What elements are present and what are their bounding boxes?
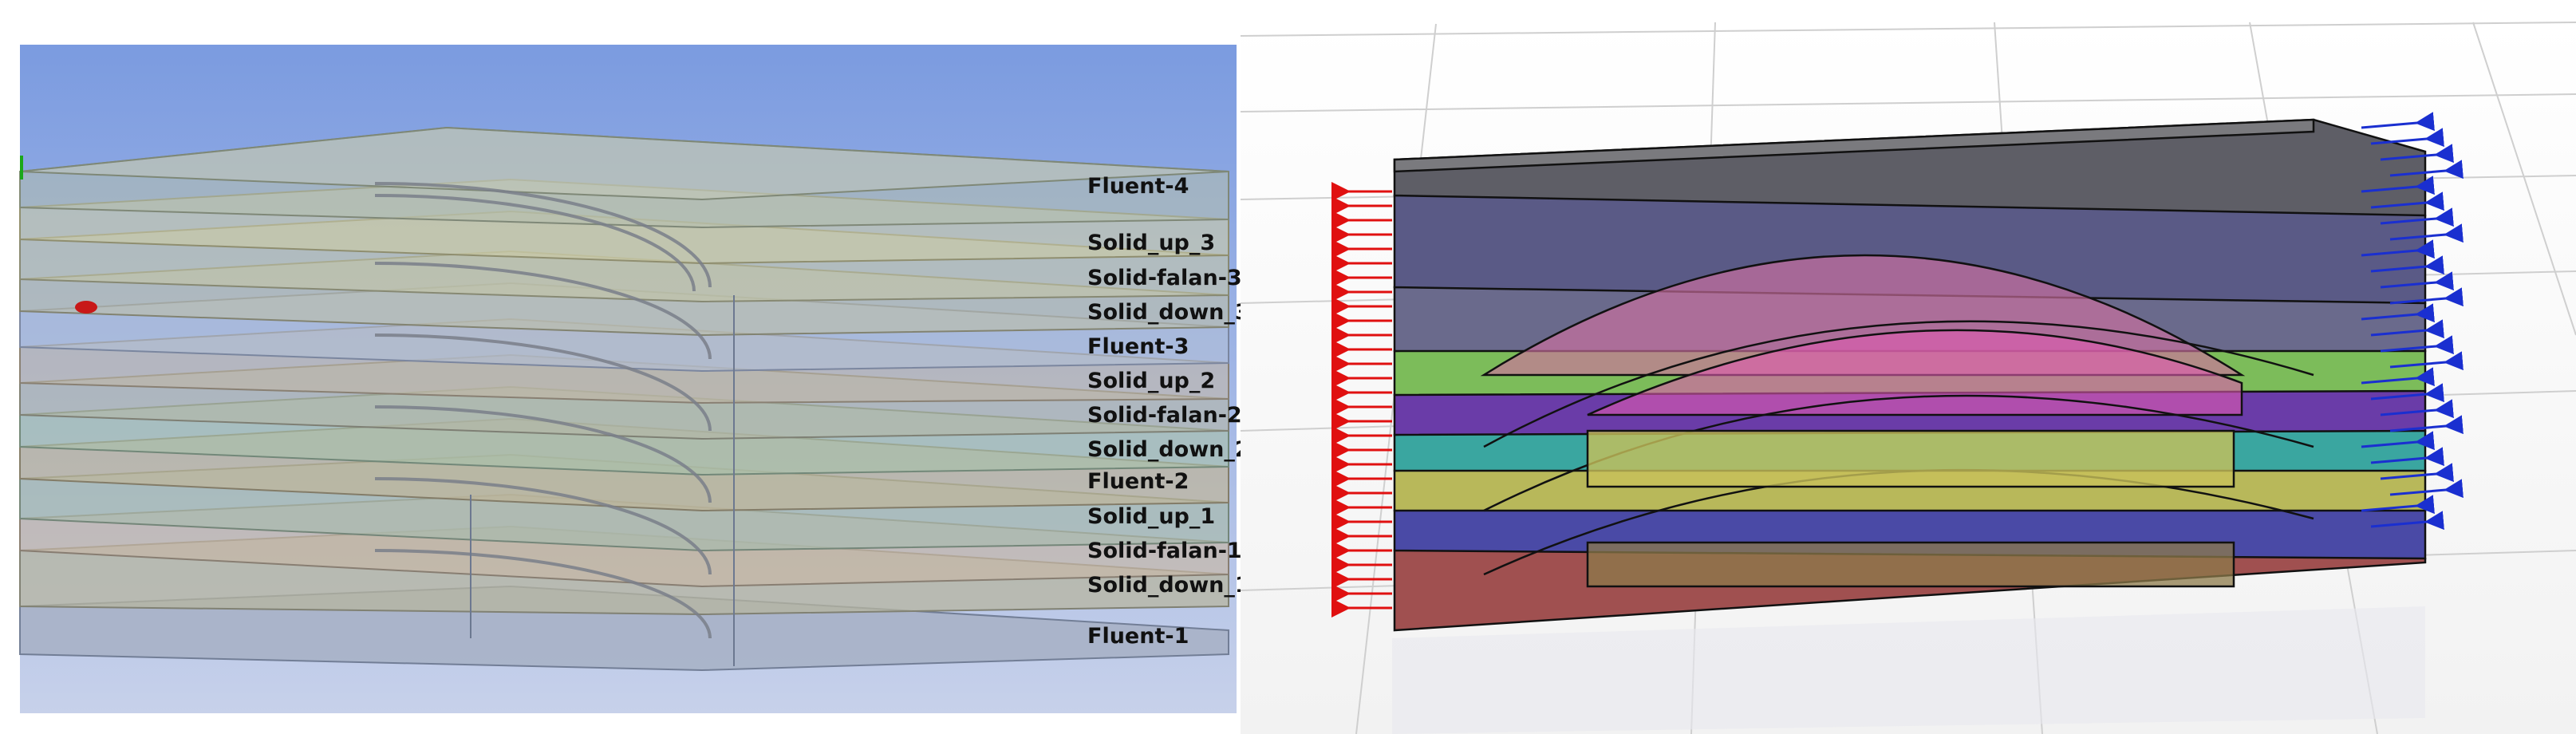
left-arc-0 [374, 549, 712, 639]
outlet-arrow [2380, 144, 2454, 164]
outlet-arrows [2361, 112, 2464, 531]
axis-marker-icon [20, 156, 23, 180]
left-cad-view: Fluent-4 Solid_up_3 Solid-falan-3 Solid_… [19, 45, 1250, 713]
outlet-arrow [2380, 335, 2454, 355]
outlet-arrow [2361, 431, 2435, 451]
right-flange-arc-1 [1483, 320, 2314, 448]
label-fluent-4: Fluent-4 [1087, 174, 1189, 199]
outlet-arrow [2389, 479, 2464, 499]
label-solid-falan-2: Solid-falan-2 [1087, 403, 1242, 428]
right-inner-bottom-plate [1586, 541, 2235, 588]
left-arc-2a [374, 262, 712, 360]
left-layer-stack [19, 126, 1229, 672]
label-fluent-2: Fluent-2 [1087, 469, 1189, 494]
outlet-arrow [2370, 383, 2444, 403]
outlet-arrow [2361, 176, 2435, 195]
label-solid-down-2: Solid_down_2 [1087, 437, 1250, 462]
left-block-top-face [19, 126, 1229, 201]
outlet-arrow [2361, 495, 2435, 515]
outlet-arrow [2389, 287, 2464, 307]
outlet-arrow [2370, 319, 2444, 339]
outlet-arrow [2380, 463, 2454, 483]
left-arc-3 [374, 182, 712, 288]
right-reflection [1392, 606, 2425, 734]
label-fluent-3: Fluent-3 [1087, 334, 1189, 359]
right-flange-regions [1480, 254, 2314, 588]
outlet-arrow [2370, 191, 2444, 211]
outlet-arrow [2361, 239, 2435, 259]
outlet-arrow [2361, 367, 2435, 387]
label-fluent-1: Fluent-1 [1087, 624, 1189, 649]
outlet-arrow [2380, 207, 2454, 227]
label-solid-up-1: Solid_up_1 [1087, 504, 1215, 529]
left-arc-2b [374, 333, 712, 432]
label-solid-down-3: Solid_down_3 [1087, 300, 1250, 325]
label-solid-falan-1: Solid-falan-1 [1087, 539, 1242, 563]
outlet-arrow [2361, 303, 2435, 323]
right-inner-yellow-plate [1586, 429, 2235, 488]
outlet-arrow [2380, 271, 2454, 291]
outlet-arrow [2380, 399, 2454, 419]
left-arc-1a [374, 405, 712, 503]
outlet-arrow [2370, 447, 2444, 467]
inlet-arrows [1331, 182, 1392, 618]
outlet-arrow [2370, 128, 2444, 148]
outlet-arrow [2389, 223, 2464, 243]
left-arc-1b [374, 477, 712, 575]
outlet-arrow [2370, 511, 2444, 531]
outlet-arrow [2389, 351, 2464, 371]
right-flange-mid [1587, 329, 2243, 416]
outlet-arrow [2361, 112, 2435, 132]
label-solid-down-1: Solid_down_1 [1087, 573, 1250, 598]
label-solid-up-2: Solid_up_2 [1087, 369, 1215, 393]
label-solid-up-3: Solid_up_3 [1087, 231, 1215, 255]
outlet-arrow [2370, 255, 2444, 275]
outlet-arrow [2389, 415, 2464, 435]
label-solid-falan-3: Solid-falan-3 [1087, 266, 1242, 290]
red-origin-marker-icon [75, 301, 97, 314]
left-layer-labels: Fluent-4 Solid_up_3 Solid-falan-3 Solid_… [1087, 174, 1250, 649]
outlet-arrow [2389, 160, 2464, 180]
right-render-view [1240, 20, 2576, 734]
left-flange-arcs [374, 182, 712, 639]
right-top-face [1393, 118, 2315, 173]
left-arc-3-inner [374, 194, 696, 292]
